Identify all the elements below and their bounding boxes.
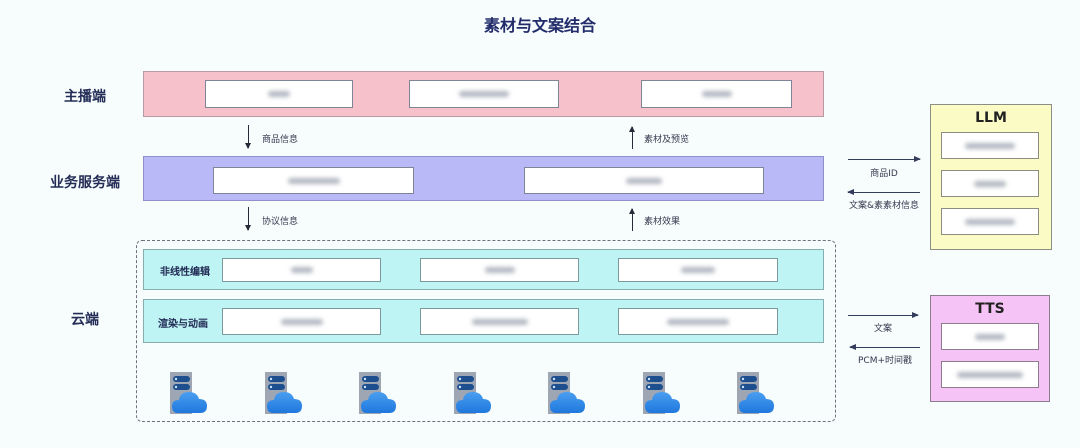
redacted-text <box>268 91 290 97</box>
cloud-row-nle: 非线性编辑 <box>143 249 824 290</box>
anchor-cell <box>205 80 353 108</box>
redacted-text <box>471 318 528 325</box>
arrow-down-icon <box>245 125 251 149</box>
anchor-cell <box>409 80 559 108</box>
redacted-text <box>957 371 1023 378</box>
server-cloud-icon <box>546 370 592 416</box>
cloud-cell <box>618 308 778 335</box>
business-cell <box>524 167 764 194</box>
server-cloud-icon <box>263 370 309 416</box>
arrow-right-icon <box>848 312 919 318</box>
tier-label-cloud: 云端 <box>71 312 99 328</box>
cloud-frame <box>136 240 836 422</box>
arrow-right-icon <box>848 156 921 162</box>
diagram-title: 素材与文案结合 <box>483 16 596 35</box>
flow-label-material-effect: 素材效果 <box>644 217 681 227</box>
server-cloud-icon <box>452 370 498 416</box>
flow-label-product-info: 商品信息 <box>262 135 299 145</box>
cloud-cell <box>420 258 579 282</box>
server-cloud-icon <box>641 370 687 416</box>
redacted-text <box>484 267 515 273</box>
llm-cell <box>941 208 1039 235</box>
flow-label-copy: 文案 <box>873 324 892 334</box>
tts-title: TTS <box>975 301 1005 317</box>
business-band <box>143 156 824 201</box>
redacted-text <box>974 180 1006 187</box>
flow-label-protocol-info: 协议信息 <box>262 217 299 227</box>
tts-box: TTS <box>930 295 1050 402</box>
redacted-text <box>287 177 340 184</box>
redacted-text <box>701 91 732 97</box>
server-cloud-icon <box>735 370 781 416</box>
server-cloud-icon <box>168 370 214 416</box>
redacted-text <box>975 333 1005 340</box>
flow-label-copy-material-info: 文案&素素材信息 <box>848 201 920 211</box>
cloud-row-label: 渲染与动画 <box>158 319 208 330</box>
redacted-text <box>290 267 313 273</box>
redacted-text <box>965 218 1015 225</box>
redacted-text <box>459 91 509 97</box>
redacted-text <box>681 267 715 273</box>
redacted-text <box>280 318 323 325</box>
cloud-cell <box>222 308 381 335</box>
llm-cell <box>941 170 1039 197</box>
llm-box: LLM <box>930 104 1052 250</box>
flow-label-product-id: 商品ID <box>870 169 898 179</box>
arrow-down-icon <box>245 207 251 231</box>
cloud-cell <box>222 258 381 282</box>
redacted-text <box>965 142 1015 149</box>
tier-label-business: 业务服务端 <box>50 175 120 191</box>
cloud-row-label: 非线性编辑 <box>160 267 210 278</box>
redacted-text <box>667 318 729 325</box>
arrow-up-icon <box>629 126 635 149</box>
llm-cell <box>941 132 1039 159</box>
server-cloud-icon <box>357 370 403 416</box>
llm-title: LLM <box>975 110 1007 126</box>
cloud-row-render: 渲染与动画 <box>143 299 824 343</box>
cloud-cell <box>618 258 778 282</box>
cloud-cell <box>420 308 579 335</box>
business-cell <box>213 167 414 194</box>
anchor-band <box>143 71 824 117</box>
arrow-left-icon <box>847 189 920 195</box>
tier-label-anchor: 主播端 <box>64 89 106 105</box>
anchor-cell <box>641 80 792 108</box>
flow-label-material-preview: 素材及预览 <box>644 135 690 145</box>
tts-cell <box>941 323 1039 350</box>
arrow-up-icon <box>629 208 635 231</box>
tts-cell <box>941 361 1039 388</box>
arrow-left-icon <box>849 344 920 350</box>
flow-label-pcm-timestamp: PCM+时间戳 <box>857 356 913 366</box>
redacted-text <box>626 177 662 184</box>
